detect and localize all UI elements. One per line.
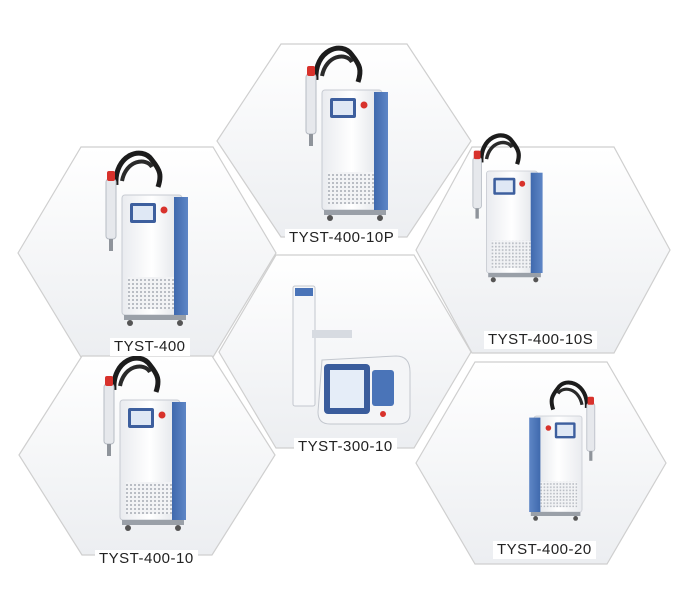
label-p5: TYST-400-10: [95, 550, 198, 568]
label-p1: TYST-400-10P: [285, 229, 399, 247]
machine-p4: [292, 285, 411, 425]
label-p2: TYST-400: [110, 338, 190, 356]
label-p6: TYST-400-20: [493, 541, 596, 559]
label-p4: TYST-300-10: [294, 438, 397, 456]
label-p3: TYST-400-10S: [484, 331, 598, 349]
